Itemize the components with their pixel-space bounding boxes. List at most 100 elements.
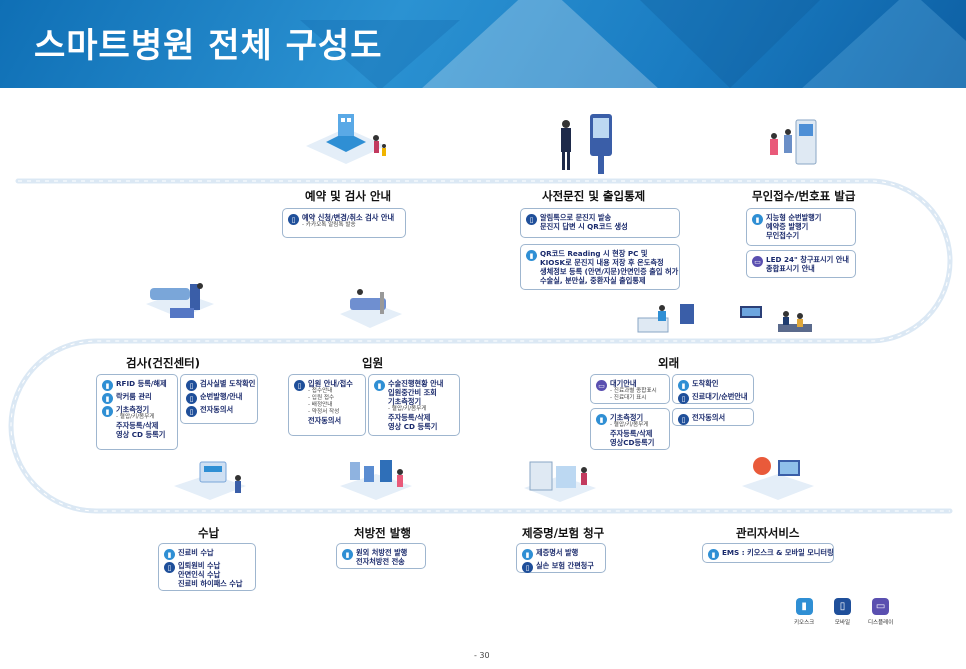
kiosk-icon: ▮ (102, 406, 113, 417)
checkup-illustration (146, 283, 214, 318)
stage-title-checkup: 검사(건진센터) (126, 356, 200, 370)
service-item: ▮제증명서 발행 (522, 548, 600, 560)
item-text: 진료비 하이패스 수납 (178, 579, 243, 588)
service-item: ▯순번발행/안내 (186, 392, 252, 404)
item-text: 기초측정기 (388, 397, 422, 406)
item-text: 주자등록/삭제 (610, 429, 653, 438)
display-icon: ▭ (872, 598, 890, 615)
outpatient-desk-illustration (637, 304, 694, 333)
item-text: 기초측정기 (116, 405, 150, 414)
item-text: 순번발행/안내 (200, 392, 243, 401)
unmanned-illustration (770, 119, 817, 165)
mobile-icon: ▯ (294, 380, 305, 391)
service-item: ▯전자동의서 (186, 405, 252, 417)
item-text: 전자동의서 (308, 416, 342, 425)
item-subtext: - 진료과별 종합표시 (610, 388, 657, 394)
mobile-icon: ▯ (164, 562, 175, 573)
item-text: 도착확인 (692, 379, 719, 388)
kiosk-icon: ▮ (596, 414, 607, 425)
item-text: 생체정보 등록 (안면/지문)안면인증 출입 허가 (540, 267, 679, 276)
item-text: 실손 보험 간편청구 (536, 561, 594, 570)
mobile-icon: ▯ (186, 393, 197, 404)
mobile-icon: ▯ (288, 214, 299, 225)
item-text: 진료대기/순번안내 (692, 392, 748, 401)
service-item: ▮RFID 등록/해제 (102, 379, 172, 391)
item-text: 안면인식 수납 (178, 570, 221, 579)
kiosk-icon: ▮ (795, 598, 813, 615)
stage-title-prequestion: 사전문진 및 출입통제 (542, 189, 646, 203)
item-subtext: - 혈압/키/몸무게 (116, 414, 155, 420)
item-text: 기초측정기 (610, 413, 644, 422)
service-item: ▯실손 보험 간편청구 (522, 561, 600, 573)
stage-title-certificate: 제증명/보험 청구 (522, 526, 605, 540)
item-text: LED 24" 창구표시기 안내 (766, 255, 849, 264)
prescription-illustration (340, 460, 412, 500)
service-item: ▯전자동의서 (678, 413, 748, 425)
service-item: ▯진료대기/순번안내 (678, 392, 748, 404)
mobile-icon: ▯ (526, 214, 537, 225)
service-item: ▯검사실별 도착확인 (186, 379, 256, 391)
item-text: 검사실별 도착확인 (200, 379, 256, 388)
mobile-icon: ▯ (186, 380, 197, 391)
item-text: 락커룸 관리 (116, 392, 152, 401)
item-text: 무인접수기 (766, 231, 800, 240)
item-text: 제증명서 발행 (536, 548, 579, 557)
page-title: 스마트병원 전체 구성도 (34, 26, 383, 66)
item-text: 수술실, 분만실, 중환자실 출입통제 (540, 276, 646, 285)
admin-illustration (742, 457, 814, 500)
item-text: 입퇴원비 수납 (178, 561, 221, 570)
service-item: ▮진료비 수납 (164, 548, 250, 560)
item-text: QR코드 Reading 시 현장 PC 및 (540, 249, 648, 258)
stage-title-payment: 수납 (198, 526, 220, 540)
item-subtext: - 혈압/키/몸무게 (388, 406, 427, 412)
kiosk-icon: ▮ (374, 380, 385, 391)
service-item: ▭대기안내- 진료과별 종합표시- 진료대기 표시 (596, 379, 664, 402)
item-text: 진료비 수납 (178, 548, 214, 557)
kiosk-icon: ▮ (752, 214, 763, 225)
service-item: ▮락커룸 관리 (102, 392, 172, 404)
item-text: 대기안내 (610, 379, 637, 388)
item-text: 주자등록/삭제 (388, 413, 431, 422)
header-banner: 스마트병원 전체 구성도 (0, 0, 966, 88)
outpatient-box-1: ▭대기안내- 진료과별 종합표시- 진료대기 표시 (590, 374, 670, 404)
item-text: 원외 처방전 발행 (356, 548, 408, 557)
legend-mobile: ▯ 모바일 (834, 598, 851, 626)
admin-box: ▮EMS : 키오스크 & 모바일 모니터링 (702, 543, 834, 563)
item-text: 입원중간비 조회 (388, 388, 437, 397)
item-text: 전자동의서 (200, 405, 234, 414)
item-subtext: - 배정안내 (308, 402, 333, 408)
kiosk-icon: ▮ (102, 393, 113, 404)
item-subtext: - 접수안내 (308, 388, 333, 394)
stage-title-outpatient: 외래 (658, 356, 680, 370)
item-subtext: - 약정서 작성 (308, 409, 340, 415)
kiosk-icon: ▮ (342, 549, 353, 560)
stage-title-unmanned: 무인접수/번호표 발급 (752, 189, 856, 203)
prequestion-illustration (561, 114, 612, 174)
banner-shape (640, 0, 820, 88)
item-text: 영상CD등록기 (610, 438, 655, 447)
item-text: 종합표시기 안내 (766, 264, 815, 273)
item-text: 수술진행현황 안내 (388, 379, 444, 388)
mobile-icon: ▯ (678, 414, 689, 425)
outpatient-waiting-illustration (740, 306, 812, 332)
banner-shape (300, 20, 460, 88)
item-text: 예약 신청/변경/취소 검사 안내 (302, 213, 395, 222)
item-text: 영상 CD 등록기 (388, 422, 438, 431)
page-number: - 30 (474, 651, 490, 660)
kiosk-icon: ▮ (678, 380, 689, 391)
